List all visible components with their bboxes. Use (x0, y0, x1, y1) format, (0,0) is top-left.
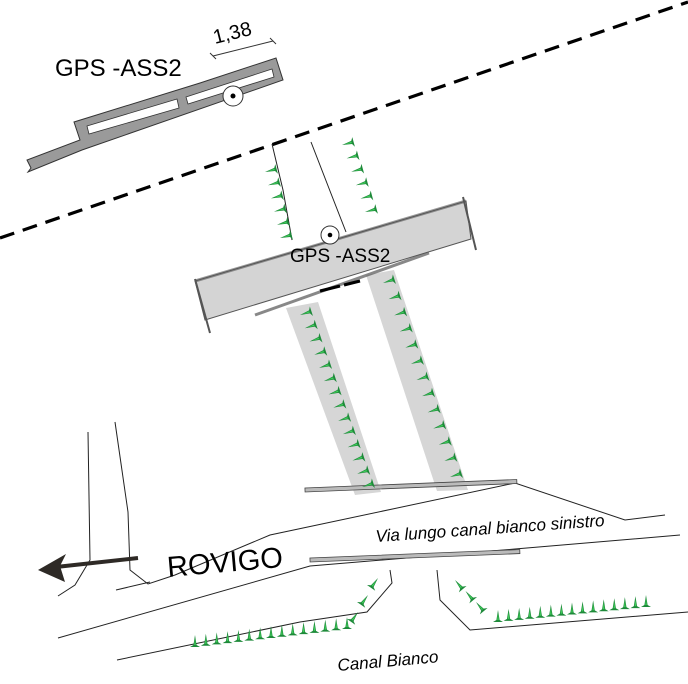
road: Via lungo canal bianco sinistro (57, 421, 681, 639)
grass-tick-icon (630, 596, 641, 609)
grass-tick-icon (275, 216, 290, 230)
grass-tick-icon (298, 622, 309, 635)
grass-tick-icon (359, 190, 374, 204)
grass-tick-icon (320, 619, 331, 632)
grass-tick-icon (503, 608, 514, 621)
survey-point-icon (320, 225, 340, 245)
grass-tick-icon (588, 600, 599, 613)
road-lower-edge (57, 534, 681, 639)
grass-tick-icon (349, 163, 365, 177)
grass-tick-icon (190, 635, 200, 647)
grass-tick-icon (619, 597, 630, 610)
grass-tick-icon (222, 631, 233, 644)
dashed-boundary-line (0, 0, 688, 240)
inset-dimension-label: 1,38 (211, 18, 254, 49)
grass-tick-icon (244, 628, 255, 641)
grass-tick-icon (266, 177, 281, 191)
vegetation-canal-left (190, 617, 352, 647)
grass-tick-icon (345, 150, 360, 164)
grass-tick-icon (577, 601, 588, 614)
grass-tick-icon (342, 617, 352, 629)
canal-left-bank (116, 569, 393, 661)
bridge-gps-label: GPS -ASS2 (290, 246, 390, 267)
arrow-left-icon (38, 554, 139, 582)
grass-tick-icon (535, 605, 546, 618)
grass-tick-icon (269, 190, 284, 204)
grass-tick-icon (545, 604, 556, 617)
canal-right-bank (436, 569, 688, 631)
survey-point-icon (222, 85, 244, 107)
pier-right (366, 270, 468, 491)
vegetation-canal-right-corner (451, 576, 488, 615)
grass-tick-icon (354, 177, 369, 191)
grass-tick-icon (609, 598, 620, 611)
grass-tick-icon (200, 633, 211, 646)
road-upper-edge (115, 581, 151, 591)
canal-name-label: Canal Bianco (337, 647, 439, 675)
bridge-deck: GPS -ASS2 (194, 196, 477, 334)
dimension-line (209, 37, 277, 60)
grass-tick-icon (461, 587, 478, 604)
grass-tick-icon (263, 164, 278, 177)
grass-tick-icon (347, 609, 363, 625)
bridge-abutment-top (304, 479, 518, 493)
vegetation-canal-right (493, 595, 651, 622)
grass-tick-icon (278, 230, 293, 243)
vegetation-upper-right (340, 137, 378, 217)
vegetation-upper-left (263, 164, 293, 243)
grass-tick-icon (287, 623, 298, 636)
grass-tick-icon (493, 610, 503, 622)
grass-tick-icon (367, 575, 383, 591)
grass-tick-icon (451, 576, 467, 593)
grass-tick-icon (472, 598, 488, 615)
grass-tick-icon (331, 618, 342, 631)
inset-gps-label: GPS -ASS2 (55, 55, 182, 82)
bridge-abutment-bottom (309, 549, 521, 563)
grass-tick-icon (556, 603, 567, 616)
grass-tick-icon (567, 602, 577, 615)
grass-tick-icon (340, 137, 355, 150)
inset-cross-section: 1,38 GPS -ASS2 (26, 18, 284, 174)
grass-tick-icon (641, 595, 651, 607)
grass-tick-icon (363, 204, 378, 217)
grass-tick-icon (309, 620, 320, 633)
grass-tick-icon (357, 592, 373, 608)
pier-left (286, 302, 381, 495)
direction-label: ROVIGO (166, 542, 284, 584)
grass-tick-icon (514, 607, 525, 620)
upper-lane-right-edge (310, 141, 347, 233)
grass-tick-icon (598, 599, 609, 612)
road-name-label: Via lungo canal bianco sinistro (375, 511, 605, 546)
grass-tick-icon (272, 203, 287, 217)
grass-tick-icon (524, 606, 535, 619)
